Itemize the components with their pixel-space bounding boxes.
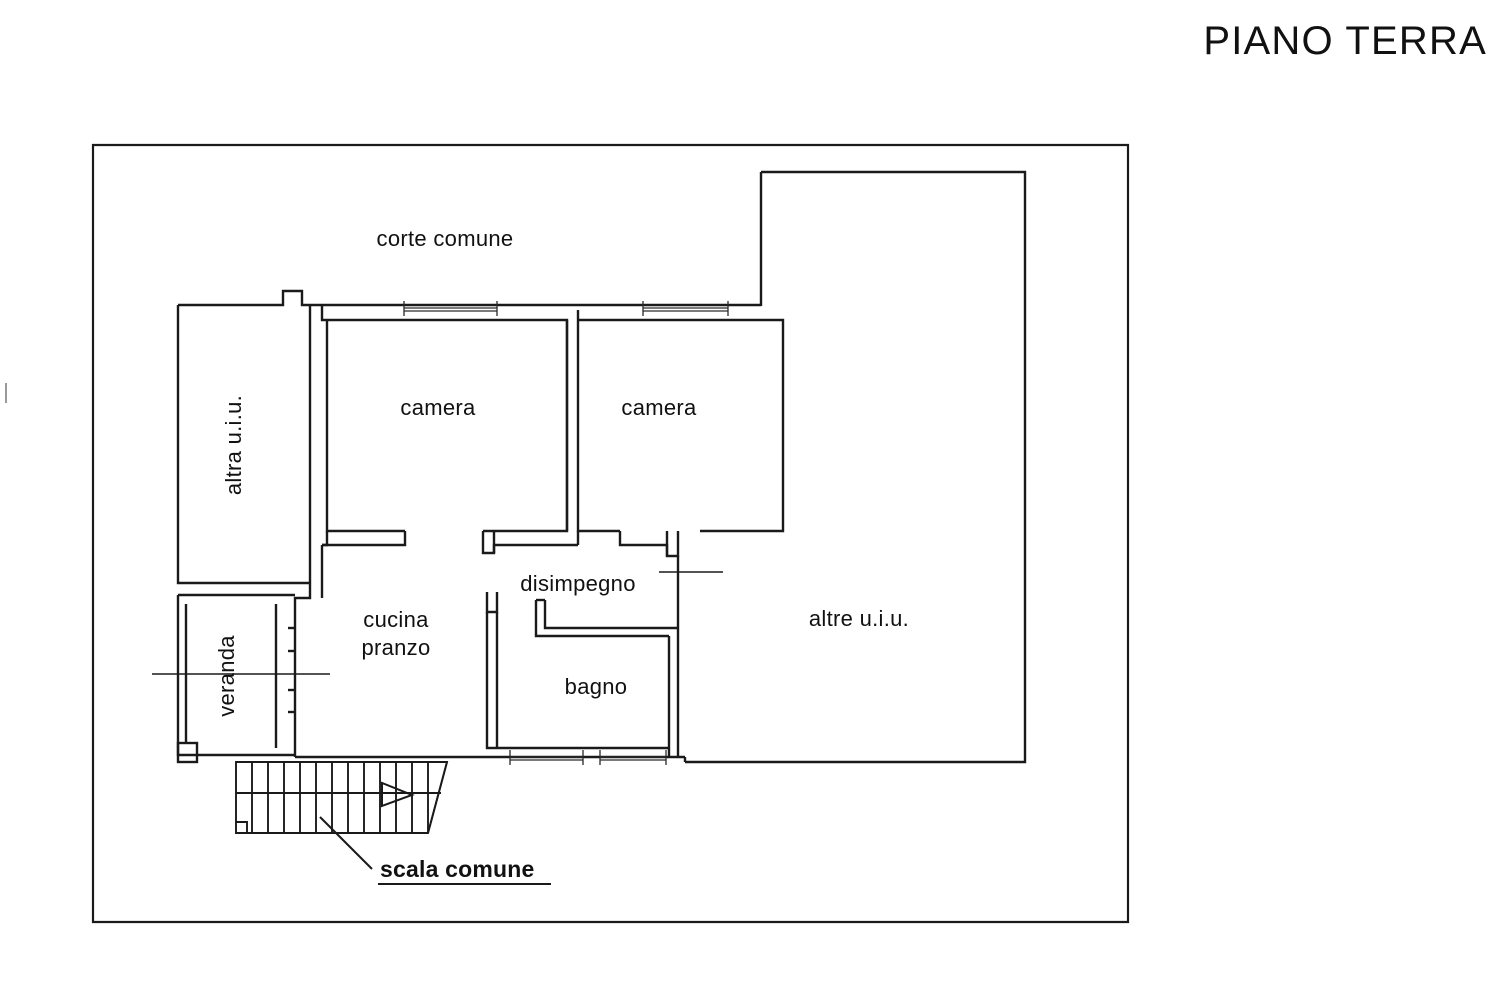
label-cucina-line2: pranzo <box>361 635 430 660</box>
label-corte-comune: corte comune <box>377 226 514 251</box>
label-cucina-line1: cucina <box>363 607 429 632</box>
label-altre-uiu: altre u.i.u. <box>809 606 909 631</box>
scala-comune-stairs <box>235 761 449 834</box>
room-cucina-pranzo <box>322 531 669 556</box>
page-title: PIANO TERRA <box>1203 19 1487 63</box>
scala-comune-label: scala comune <box>380 856 535 882</box>
label-veranda: veranda <box>214 635 239 717</box>
section-marker-icon <box>152 571 723 675</box>
scala-comune-callout: scala comune <box>319 816 551 885</box>
label-disimpegno: disimpegno <box>520 571 636 596</box>
label-camera-left: camera <box>400 395 476 420</box>
window-symbols <box>403 301 729 765</box>
label-altra-uiu: altra u.i.u. <box>221 395 246 495</box>
room-camera-right <box>565 310 785 558</box>
room-bagno <box>485 612 669 750</box>
room-disimpegno <box>485 556 680 757</box>
lot-boundary <box>91 143 1130 924</box>
stair-direction-arrow-icon <box>381 781 415 808</box>
label-camera-right: camera <box>621 395 697 420</box>
label-bagno: bagno <box>565 674 628 699</box>
altre-uiu-block <box>685 170 1027 764</box>
room-veranda <box>176 593 295 764</box>
